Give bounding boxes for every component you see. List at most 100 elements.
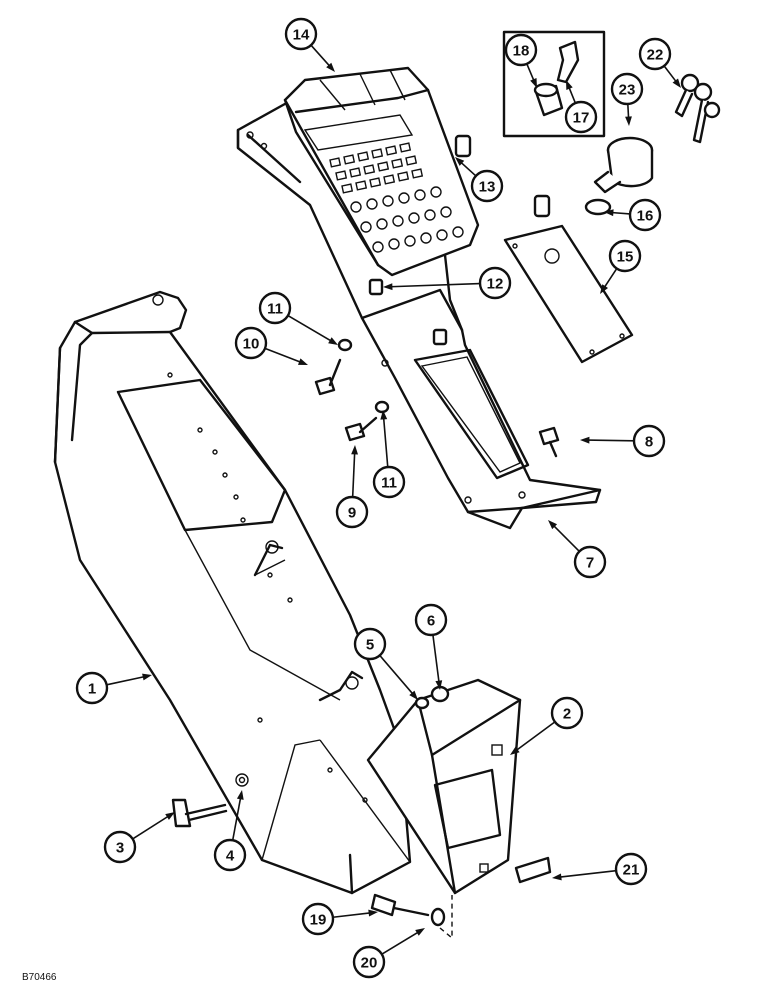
callout-circle	[372, 465, 406, 499]
callout-circle	[258, 291, 292, 325]
callout-5-4: 5	[353, 627, 418, 700]
callout-number: 19	[310, 912, 327, 929]
callout-circle	[550, 696, 584, 730]
console-body	[53, 290, 412, 895]
leader-arrowhead	[566, 80, 573, 90]
leader-line	[459, 161, 477, 177]
callout-circle	[353, 627, 387, 661]
callout-number: 9	[348, 505, 356, 522]
callout-number: 23	[619, 82, 636, 99]
callout-11-11: 11	[372, 410, 406, 499]
callout-number: 4	[226, 848, 235, 865]
leader-line	[567, 86, 577, 104]
callout-20-20: 20	[352, 928, 425, 979]
figure-code: B70466	[22, 972, 57, 983]
leader-line	[332, 912, 372, 919]
callout-7-6: 7	[548, 520, 607, 579]
leader-arrowhead	[409, 690, 418, 700]
callout-number: 6	[427, 613, 435, 630]
callout-number: 7	[586, 555, 594, 572]
leader-arrowhead	[326, 62, 335, 72]
callout-number: 17	[573, 110, 590, 127]
leader-arrowhead	[298, 358, 308, 365]
callout-circle	[234, 326, 268, 360]
mounting-plate	[236, 98, 602, 530]
callout-number: 15	[617, 249, 634, 266]
leader-arrowhead	[672, 78, 681, 88]
leader-arrowhead	[604, 209, 614, 217]
callout-circle	[628, 198, 662, 232]
callout-circle	[213, 838, 247, 872]
callout-16-16: 16	[604, 198, 662, 232]
leader-arrowhead	[455, 157, 465, 166]
callout-4-3: 4	[213, 790, 247, 872]
callout-14-14: 14	[284, 17, 335, 72]
callout-8-7: 8	[580, 424, 666, 458]
key-set	[674, 73, 721, 144]
plugs	[454, 134, 551, 218]
callout-11-10: 11	[258, 291, 338, 345]
fasteners	[171, 278, 560, 940]
leader-arrowhead	[380, 410, 388, 420]
callout-22-22: 22	[638, 37, 681, 88]
leader-arrowhead	[415, 928, 425, 936]
instrument-cluster	[283, 66, 480, 277]
leader-arrowhead	[351, 445, 359, 455]
leader-line	[379, 654, 415, 696]
key-switch-kit-box	[502, 30, 606, 138]
leader-line	[287, 314, 333, 343]
cover-plate	[503, 224, 634, 364]
callout-number: 1	[88, 681, 96, 698]
callout-circle	[638, 37, 672, 71]
callout-number: 2	[563, 706, 571, 723]
callout-circle	[608, 239, 642, 273]
leader-arrowhead	[580, 436, 590, 444]
leader-line	[389, 282, 481, 288]
leader-arrowhead	[368, 909, 378, 917]
leader-arrowhead	[142, 673, 152, 681]
callout-number: 12	[487, 276, 504, 293]
callout-circle	[335, 495, 369, 529]
callout-1-0: 1	[75, 671, 152, 705]
leader-arrowhead	[435, 680, 443, 690]
callout-15-15: 15	[600, 239, 642, 294]
leader-arrowhead	[552, 873, 562, 881]
leader-arrowhead	[165, 812, 175, 820]
leader-line	[310, 44, 331, 68]
callout-number: 16	[637, 208, 654, 225]
callout-18-18: 18	[504, 33, 538, 88]
leader-line	[552, 524, 580, 552]
leader-line	[526, 63, 536, 82]
callout-number: 20	[361, 955, 378, 972]
callout-number: 14	[293, 27, 310, 44]
callout-circle	[610, 72, 644, 106]
leader-arrowhead	[510, 746, 520, 755]
callout-2-1: 2	[510, 696, 584, 755]
callout-circle	[573, 545, 607, 579]
callout-number: 13	[479, 179, 496, 196]
callout-circle	[103, 830, 137, 864]
callout-number: 5	[366, 637, 374, 654]
side-bracket	[366, 678, 522, 895]
ignition-switch	[584, 136, 654, 216]
leader-arrowhead	[236, 790, 244, 800]
callout-number: 21	[623, 862, 640, 879]
callout-9-8: 9	[335, 445, 369, 529]
callout-circle	[478, 266, 512, 300]
leader-line	[558, 869, 617, 879]
callout-13-13: 13	[455, 157, 504, 203]
callout-number: 11	[381, 475, 397, 492]
callout-23-23: 23	[610, 72, 644, 126]
leader-arrowhead	[548, 520, 558, 530]
leader-line	[432, 634, 440, 684]
leader-line	[381, 930, 420, 955]
leader-line	[231, 796, 242, 841]
callout-12-12: 12	[383, 266, 512, 300]
callout-number: 3	[116, 840, 124, 857]
callout-circle	[632, 424, 666, 458]
callout-number: 8	[645, 434, 653, 451]
callout-circle	[614, 852, 648, 886]
callout-circle	[504, 33, 538, 67]
